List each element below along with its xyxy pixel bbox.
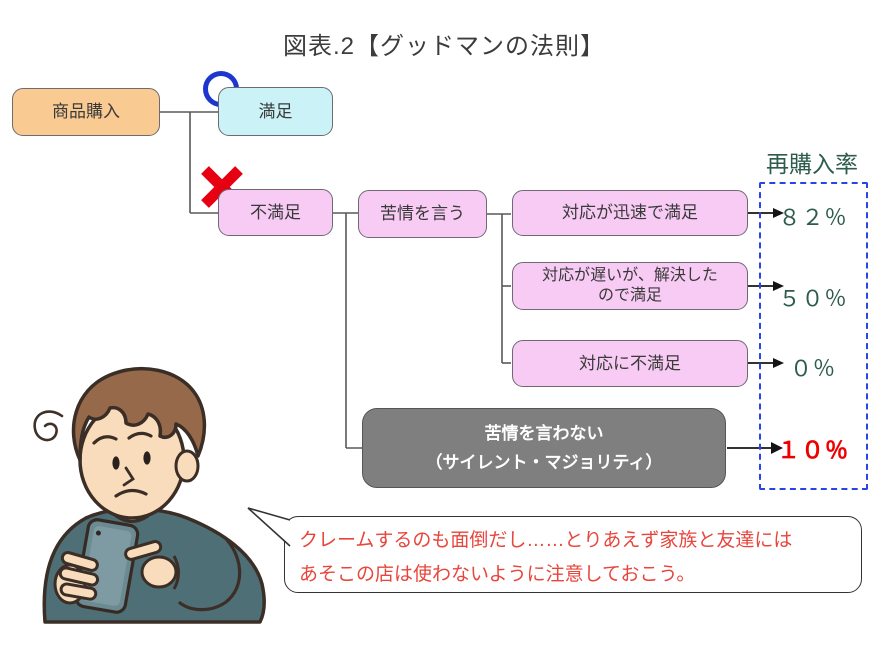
flow-node-response-unsatisfied: 対応に不満足 [512,340,748,387]
person-holding-hand [53,551,100,605]
person-pointing-hand [124,540,178,589]
flow-node-response-slow-line2: ので満足 [597,287,662,304]
flow-node-complain-label: 苦情を言う [380,204,465,224]
person-illustration [33,367,266,624]
speech-bubble: クレームするのも面倒だし……とりあえず家族と友達には あそこの店は使わないように… [284,516,862,593]
person-mouth [114,488,148,498]
rate-arrows [727,212,774,449]
person-hair [71,367,207,462]
flow-node-silent-line1: 苦情を言わない [484,424,604,444]
flow-node-response-slow-line1: 対応が遅いが、解決した [542,267,718,284]
rate-value-slow: ５０％ [778,286,848,311]
speech-bubble-line2: あそこの店は使わないように注意しておこう。 [299,563,696,585]
person-ear [174,449,200,483]
speech-bubble-tail [247,507,291,547]
flow-node-response-fast: 対応が迅速で満足 [512,190,748,236]
flow-node-complain: 苦情を言う [358,190,487,238]
flow-node-dissatisfied-label: 不満足 [250,202,301,222]
rate-value-fast: ８２％ [778,205,848,230]
repurchase-rate-label: 再購入率 [766,151,858,177]
flow-node-response-unsatisfied-label: 対応に不満足 [579,353,681,373]
confusion-squiggle-icon [33,410,64,442]
rate-value-unsatisfied: ０％ [789,356,836,381]
flow-node-response-slow: 対応が遅いが、解決した ので満足 [512,262,748,310]
flow-node-response-fast-label: 対応が迅速で満足 [562,203,698,223]
person-arm-line [178,538,242,612]
person-sleeve-cuff [172,555,180,590]
person-eyebrows [92,431,153,445]
person-eyes [112,451,151,470]
flow-node-purchase-label: 商品購入 [52,102,120,122]
speech-bubble-line1: クレームするのも面倒だし……とりあえず家族と友達には [299,530,793,551]
page-title: 図表.2【グッドマンの法則】 [282,33,605,60]
flow-node-dissatisfied: 不満足 [218,189,333,236]
person-nose [122,466,135,487]
flow-node-satisfied-label: 満足 [258,101,293,121]
rate-value-no-complaint: １０％ [777,437,849,463]
flow-node-silent-majority: 苦情を言わない （サイレント・マジョリティ） [362,408,726,488]
rate-arrowheads [771,208,784,454]
flow-connectors [160,111,511,449]
repurchase-dashed-frame [759,182,868,490]
flow-node-satisfied: 満足 [218,87,333,136]
flow-node-purchase: 商品購入 [12,88,160,136]
flow-node-silent-line2: （サイレント・マジョリティ） [425,452,663,472]
